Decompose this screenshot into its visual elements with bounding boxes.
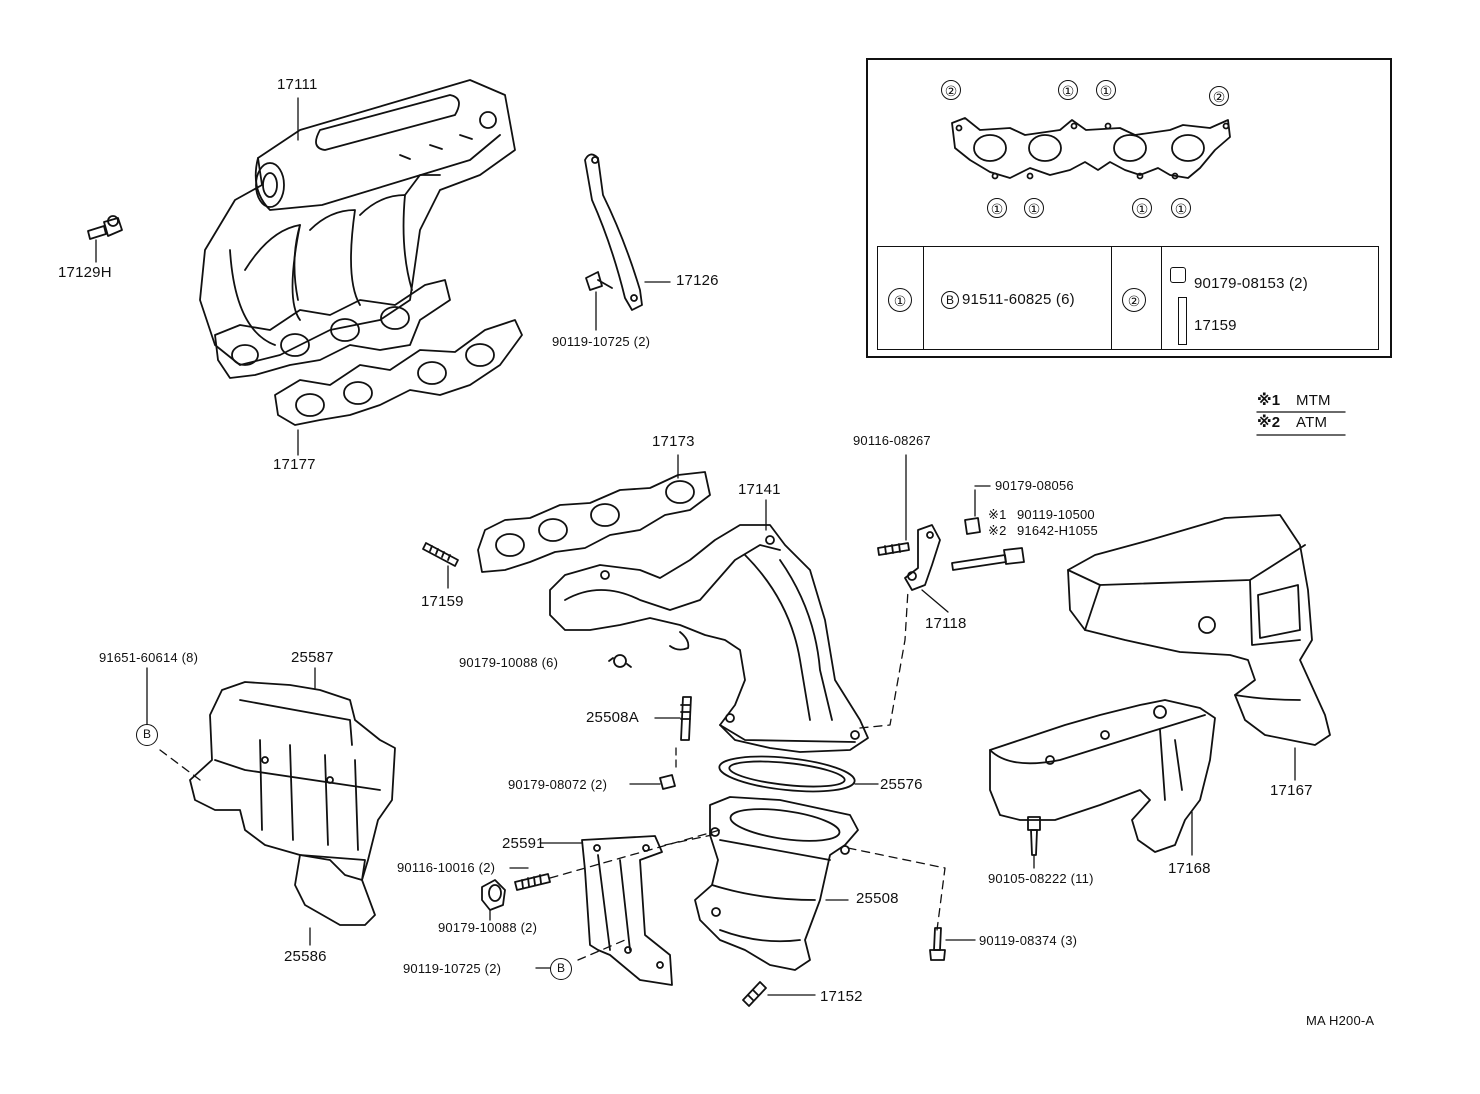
gasket-ring-25576: [718, 755, 856, 793]
nut-90179-08072: [659, 774, 676, 790]
label-17173: 17173: [652, 433, 695, 450]
table-mark-1: ①: [888, 288, 912, 312]
label-90119-10500: 90119-10500: [1017, 507, 1095, 522]
gasket-17177: [274, 319, 523, 426]
label-25591: 25591: [502, 835, 545, 852]
part-17159-inset: 17159: [1194, 317, 1237, 334]
heat-insulator-17168: [989, 699, 1216, 853]
label-90119-10725-top: 90119-10725 (2): [552, 334, 651, 349]
inset-mark-1-bottom-d: ①: [1171, 198, 1191, 218]
label-17168: 17168: [1168, 860, 1211, 877]
label-90179-08072: 90179-08072 (2): [508, 777, 608, 792]
label-91651-60614: 91651-60614 (8): [99, 650, 199, 665]
catalytic-converter-25508: [694, 796, 859, 971]
diagram-code: MA H200-A: [1306, 1013, 1375, 1028]
label-17177: 17177: [273, 456, 316, 473]
stud-17152: [742, 981, 767, 1007]
bolt-90119-10725-top: [585, 271, 613, 291]
nut-90179-10088-2: [481, 879, 506, 911]
note-mark-2: ※2: [988, 523, 1007, 538]
part-91511-60825: 91511-60825 (6): [962, 291, 1075, 308]
label-90179-10088-2: 90179-10088 (2): [438, 920, 538, 935]
label-17167: 17167: [1270, 782, 1313, 799]
legend-mark-2: ※2: [1257, 414, 1281, 431]
label-90116-10016: 90116-10016 (2): [397, 860, 496, 875]
bolt-90105-08222: [1027, 816, 1041, 856]
bolt-90119-10500: [951, 547, 1025, 571]
label-90105-08222: 90105-08222 (11): [988, 871, 1094, 886]
label-90179-08056: 90179-08056: [995, 478, 1074, 493]
label-25508A: 25508A: [586, 709, 639, 726]
table-mark-2: ②: [1122, 288, 1146, 312]
inset-frame: [866, 58, 1392, 358]
stud-90116-10016: [514, 873, 551, 891]
heat-insulator-17167: [1067, 514, 1331, 746]
note-table: [877, 246, 1379, 350]
inset-mark-1-bottom-b: ①: [1024, 198, 1044, 218]
label-17129H: 17129H: [58, 264, 112, 281]
inset-mark-2-right: ②: [1209, 86, 1229, 106]
exhaust-manifold-17141: [549, 524, 869, 753]
heat-insulator-25587: [189, 681, 396, 881]
stud-25508A: [680, 696, 692, 741]
label-17118: 17118: [925, 615, 967, 632]
intake-gasket: [214, 279, 451, 379]
note-mark-1: ※1: [988, 507, 1007, 522]
stud-icon: [1178, 297, 1187, 345]
label-17126: 17126: [676, 272, 719, 289]
inset-mark-2-left: ②: [941, 80, 961, 100]
nut-90179-08056: [964, 517, 981, 535]
b-mark-icon: B: [941, 291, 959, 309]
legend-mark-1: ※1: [1257, 392, 1281, 409]
label-17141: 17141: [738, 481, 781, 498]
label-25576: 25576: [880, 776, 923, 793]
intake-manifold-17111: [199, 79, 516, 366]
label-90119-08374: 90119-08374 (3): [979, 933, 1078, 948]
legend-atm: ATM: [1296, 414, 1328, 431]
label-25508: 25508: [856, 890, 899, 907]
bracket-17118: [904, 524, 941, 591]
inset-mark-1-bottom-c: ①: [1132, 198, 1152, 218]
legend-mtm: MTM: [1296, 392, 1331, 409]
nut-90179-10088-6: [608, 654, 632, 668]
b-mark-icon-left: B: [136, 724, 158, 746]
part-90179-08153: 90179-08153 (2): [1194, 275, 1308, 292]
bolt-90119-08374: [929, 927, 946, 961]
bracket-17126: [584, 153, 643, 311]
b-mark-icon-bottom: B: [550, 958, 572, 980]
label-25587: 25587: [291, 649, 334, 666]
inset-mark-1-bottom-a: ①: [987, 198, 1007, 218]
inset-gasket: [951, 117, 1231, 180]
stud-90116-08267: [877, 542, 910, 556]
label-90179-10088-6: 90179-10088 (6): [459, 655, 559, 670]
inset-mark-1-top-a: ①: [1058, 80, 1078, 100]
heat-insulator-25586: [294, 854, 376, 926]
label-25586: 25586: [284, 948, 327, 965]
nut-icon: [1170, 267, 1186, 283]
inset-mark-1-top-b: ①: [1096, 80, 1116, 100]
label-90116-08267: 90116-08267: [853, 433, 931, 448]
exhaust-gasket-17173: [477, 471, 711, 573]
stud-17159: [422, 542, 459, 567]
label-17152: 17152: [820, 988, 863, 1005]
bracket-25591: [581, 835, 673, 986]
label-17111: 17111: [277, 76, 318, 93]
label-91642-H1055: 91642-H1055: [1017, 523, 1098, 538]
bolt-17129H: [87, 215, 123, 240]
label-17159: 17159: [421, 593, 464, 610]
label-90119-10725-bottom: 90119-10725 (2): [403, 961, 502, 976]
